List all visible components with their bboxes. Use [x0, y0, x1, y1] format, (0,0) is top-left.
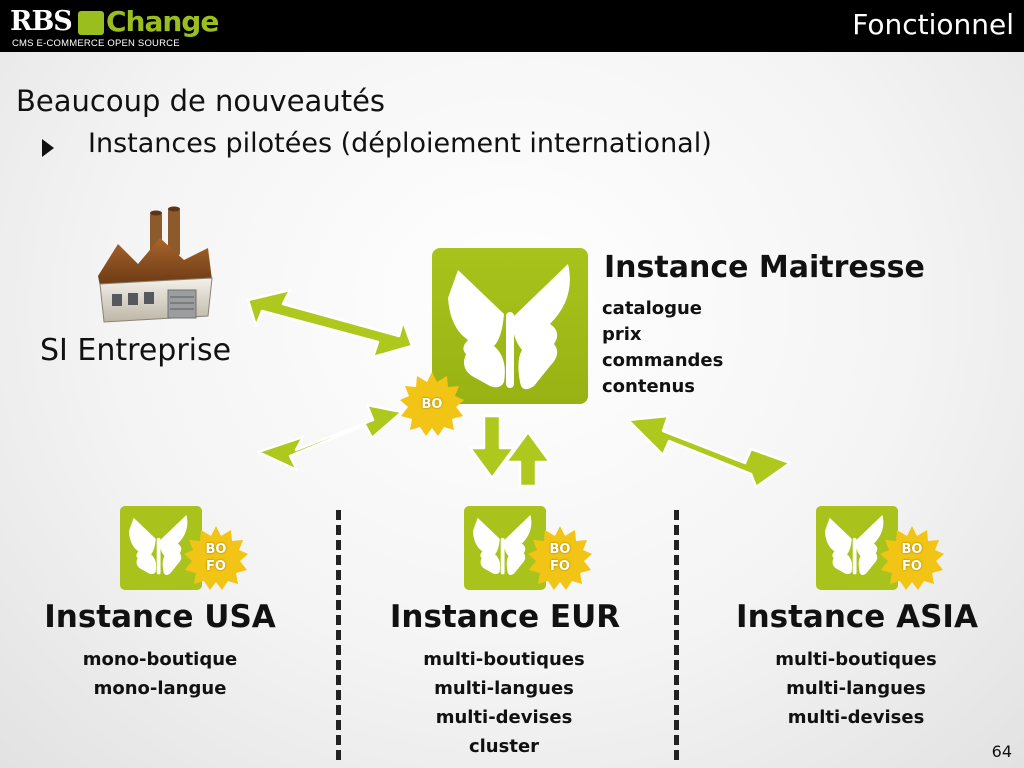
instance-asia-list: multi-boutiques multi-langues multi-devise…: [706, 645, 1006, 732]
instance-eur-item: multi-langues: [434, 678, 574, 699]
instance-usa-item: mono-langue: [93, 678, 227, 699]
instance-eur-title: Instance EUR: [389, 599, 621, 635]
header-bar: RBS Change CMS E-COMMERCE OPEN SOURCE Fo…: [0, 0, 1024, 52]
starburst-icon: [528, 526, 592, 590]
badge-label: BO: [421, 396, 443, 412]
section-title: Fonctionnel: [852, 8, 1014, 41]
master-item-catalogue: catalogue: [602, 298, 703, 319]
logo-rbs-text: RBS: [10, 6, 73, 37]
instance-eur-badge: BO FO: [526, 524, 594, 592]
badge-label: FO: [902, 559, 922, 574]
instance-eur-logo-icon: [464, 506, 546, 590]
rbs-change-logo: RBS Change CMS E-COMMERCE OPEN SOURCE: [8, 4, 238, 50]
instance-asia-item: multi-boutiques: [775, 649, 937, 670]
bullet-arrow-icon: [42, 139, 54, 157]
instance-eur-item: multi-boutiques: [423, 649, 585, 670]
instance-usa-title: Instance USA: [44, 599, 276, 635]
instance-eur-item: cluster: [468, 736, 540, 757]
sync-arrow-si-master-icon: [246, 288, 414, 359]
instance-asia-badge-text: BO FO: [878, 524, 946, 592]
slide-title: Beaucoup de nouveautés: [16, 84, 386, 118]
badge-label: BO: [901, 542, 923, 557]
page-number: 64: [991, 742, 1012, 761]
badge-label: BO: [205, 542, 227, 557]
logo-subtitle: CMS E-COMMERCE OPEN SOURCE: [12, 38, 180, 49]
logo-butterfly-icon: [78, 11, 104, 35]
master-instance-title: Instance Maitresse: [604, 250, 925, 285]
master-item-prix: prix: [602, 324, 642, 345]
arrow-down-eur-icon: [468, 414, 516, 480]
instance-usa-badge: BO FO: [182, 524, 250, 592]
sync-arrow-master-usa-icon: [256, 403, 404, 472]
instance-asia-title: Instance ASIA: [736, 599, 978, 635]
instance-asia-logo-icon: [816, 506, 898, 590]
master-bo-badge: BO: [398, 370, 466, 438]
separator-eur-asia: [674, 510, 679, 760]
master-item-contenus: contenus: [602, 376, 696, 397]
master-item-commandes: commandes: [602, 350, 724, 371]
instance-asia-badge: BO FO: [878, 524, 946, 592]
instance-eur-item: multi-devises: [435, 707, 573, 728]
master-instance-list: catalogue prix commandes contenus: [602, 296, 723, 400]
master-butterfly-logo-icon: [432, 248, 588, 404]
instance-asia-item: multi-devises: [787, 707, 925, 728]
instance-eur-list: multi-boutiques multi-langues multi-devise…: [354, 645, 654, 761]
instance-usa-badge-text: BO FO: [182, 524, 250, 592]
badge-label: FO: [550, 559, 570, 574]
instance-usa-logo-icon: [120, 506, 202, 590]
badge-label: FO: [206, 559, 226, 574]
instance-usa-list: mono-boutique mono-langue: [10, 645, 310, 703]
sync-arrow-master-asia-icon: [626, 414, 792, 489]
starburst-icon: [400, 372, 464, 436]
slide-bullet: Instances pilotées (déploiement internat…: [88, 128, 712, 159]
badge-label: BO: [549, 542, 571, 557]
logo-change-text: Change: [106, 5, 219, 38]
instance-asia-item: multi-langues: [786, 678, 926, 699]
starburst-icon: [184, 526, 248, 590]
separator-usa-eur: [336, 510, 341, 760]
factory-icon: [98, 206, 213, 323]
si-entreprise-label: SI Entreprise: [40, 333, 232, 368]
arrow-up-eur-icon: [504, 430, 552, 488]
instance-usa-item: mono-boutique: [82, 649, 238, 670]
starburst-icon: [880, 526, 944, 590]
instance-eur-badge-text: BO FO: [526, 524, 594, 592]
master-badge-text: BO: [398, 370, 466, 438]
